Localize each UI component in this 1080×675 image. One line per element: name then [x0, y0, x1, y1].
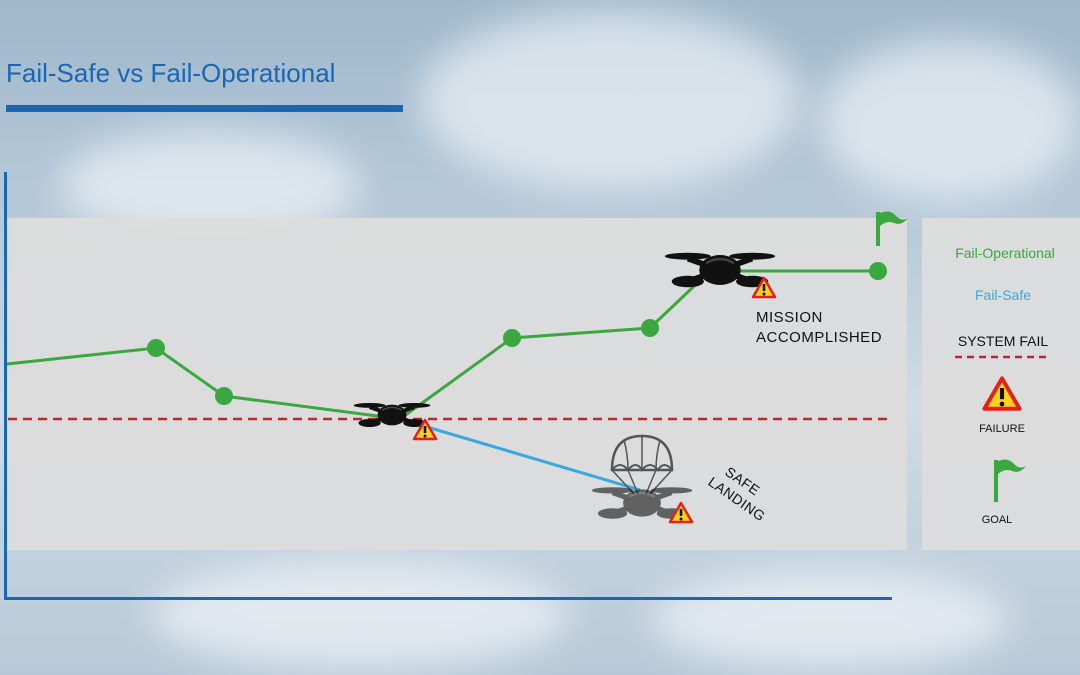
data-point [147, 339, 165, 357]
legend-goal: GOAL [982, 514, 1013, 526]
data-point [641, 319, 659, 337]
title-underline [6, 105, 403, 112]
cloud [150, 560, 570, 670]
y-axis [4, 172, 7, 600]
legend-warning-icon [984, 378, 1019, 408]
mission-label-line2: ACCOMPLISHED [756, 329, 882, 346]
page-title: Fail-Safe vs Fail-Operational [6, 58, 336, 88]
data-point [503, 329, 521, 347]
x-axis [4, 597, 892, 600]
legend-fail-operational: Fail-Operational [955, 245, 1055, 261]
legend-system-fail: SYSTEM FAIL [958, 333, 1048, 349]
cloud [420, 10, 800, 190]
fail-safe-path [399, 417, 641, 492]
parachute-icon [610, 434, 674, 495]
mission-label-line1: MISSION [756, 309, 823, 326]
data-point [869, 262, 887, 280]
chart-panel [7, 218, 907, 550]
fail-operational-path [6, 269, 878, 421]
cloud [650, 570, 1010, 670]
legend-fail-safe: Fail-Safe [975, 287, 1031, 303]
legend-goal-flag-icon [994, 459, 1026, 502]
cloud [820, 40, 1080, 200]
data-point [215, 387, 233, 405]
legend-failure: FAILURE [979, 423, 1025, 435]
goal-flag-icon [876, 211, 908, 246]
